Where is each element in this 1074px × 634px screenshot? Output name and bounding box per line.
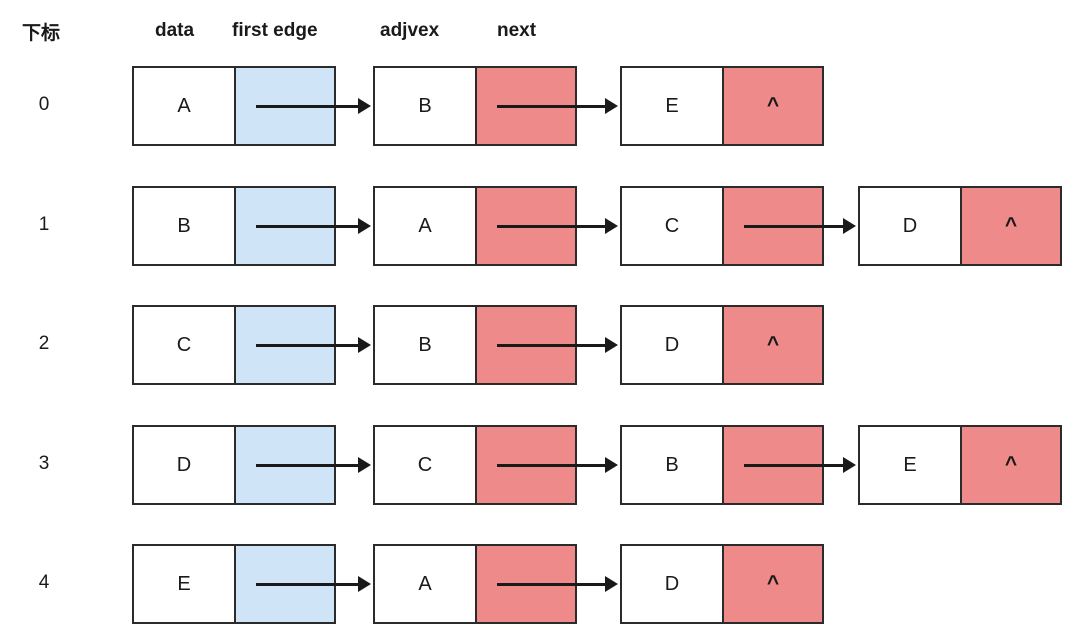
- head-data-cell-0: A: [134, 68, 234, 144]
- head-node-4: E: [132, 544, 336, 624]
- column-header-4: next: [497, 20, 537, 41]
- column-header-3: adjvex: [380, 20, 440, 41]
- edge-node-2-1: D^: [620, 305, 824, 385]
- next-label-3-2: ^: [1004, 453, 1018, 476]
- adjvex-label-0-1: E: [665, 94, 679, 117]
- adjvex-cell-1-1: C: [622, 188, 722, 264]
- next-cell-4-1: ^: [721, 546, 822, 622]
- adjvex-cell-3-1: B: [622, 427, 722, 503]
- edge-node-0-1: E^: [620, 66, 824, 146]
- pointer-arrow-1-1: [497, 225, 607, 228]
- pointer-arrowhead-3-1: [605, 457, 618, 473]
- head-node-2: C: [132, 305, 336, 385]
- head-data-cell-4: E: [134, 546, 234, 622]
- adjvex-cell-2-1: D: [622, 307, 722, 383]
- head-data-label-2: C: [176, 333, 192, 356]
- adjvex-label-2-0: B: [418, 333, 432, 356]
- adjvex-cell-2-0: B: [375, 307, 475, 383]
- pointer-arrowhead-2-0: [358, 337, 371, 353]
- head-data-cell-1: B: [134, 188, 234, 264]
- next-label-1-2: ^: [1004, 214, 1018, 237]
- head-data-cell-2: C: [134, 307, 234, 383]
- pointer-arrowhead-3-2: [843, 457, 856, 473]
- pointer-arrowhead-1-0: [358, 218, 371, 234]
- adjvex-label-2-1: D: [664, 333, 680, 356]
- adjvex-label-4-1: D: [664, 572, 680, 595]
- pointer-arrow-1-2: [744, 225, 845, 228]
- head-data-label-1: B: [177, 214, 191, 237]
- next-cell-1-2: ^: [959, 188, 1060, 264]
- row-index-0: 0: [38, 94, 50, 115]
- row-index-3: 3: [38, 453, 50, 474]
- adjvex-label-1-2: D: [902, 214, 918, 237]
- edge-node-2-0: B: [373, 305, 577, 385]
- pointer-arrow-0-1: [497, 105, 607, 108]
- head-data-label-3: D: [176, 453, 192, 476]
- adjvex-label-1-0: A: [418, 214, 432, 237]
- adjvex-cell-1-0: A: [375, 188, 475, 264]
- edge-node-3-2: E^: [858, 425, 1062, 505]
- pointer-arrowhead-0-1: [605, 98, 618, 114]
- pointer-arrow-4-0: [256, 583, 360, 586]
- head-data-cell-3: D: [134, 427, 234, 503]
- pointer-arrow-2-0: [256, 344, 360, 347]
- row-index-1: 1: [38, 214, 50, 235]
- next-cell-0-1: ^: [721, 68, 822, 144]
- pointer-arrow-2-1: [497, 344, 607, 347]
- next-label-2-1: ^: [766, 333, 780, 356]
- row-index-4: 4: [38, 572, 50, 593]
- adjvex-cell-1-2: D: [860, 188, 960, 264]
- adjvex-label-3-2: E: [903, 453, 917, 476]
- next-label-4-1: ^: [766, 572, 780, 595]
- row-index-2: 2: [38, 333, 50, 354]
- adjvex-label-3-1: B: [665, 453, 679, 476]
- edge-node-0-0: B: [373, 66, 577, 146]
- head-data-label-4: E: [177, 572, 191, 595]
- adjvex-cell-3-0: C: [375, 427, 475, 503]
- pointer-arrow-1-0: [256, 225, 360, 228]
- adjvex-cell-4-0: A: [375, 546, 475, 622]
- adjvex-label-3-0: C: [417, 453, 433, 476]
- edge-node-3-1: B: [620, 425, 824, 505]
- adjvex-cell-3-2: E: [860, 427, 960, 503]
- pointer-arrowhead-1-1: [605, 218, 618, 234]
- head-data-label-0: A: [177, 94, 191, 117]
- adjvex-label-4-0: A: [418, 572, 432, 595]
- adjvex-cell-4-1: D: [622, 546, 722, 622]
- column-header-0: 下标: [22, 23, 61, 44]
- pointer-arrow-3-1: [497, 464, 607, 467]
- column-header-1: data: [155, 20, 195, 41]
- pointer-arrowhead-1-2: [843, 218, 856, 234]
- pointer-arrow-0-0: [256, 105, 360, 108]
- edge-node-1-2: D^: [858, 186, 1062, 266]
- pointer-arrowhead-0-0: [358, 98, 371, 114]
- pointer-arrow-4-1: [497, 583, 607, 586]
- adjvex-cell-0-0: B: [375, 68, 475, 144]
- pointer-arrowhead-2-1: [605, 337, 618, 353]
- next-label-0-1: ^: [766, 94, 780, 117]
- pointer-arrowhead-4-1: [605, 576, 618, 592]
- adjvex-cell-0-1: E: [622, 68, 722, 144]
- pointer-arrowhead-3-0: [358, 457, 371, 473]
- pointer-arrowhead-4-0: [358, 576, 371, 592]
- edge-node-4-1: D^: [620, 544, 824, 624]
- adjvex-label-1-1: C: [664, 214, 680, 237]
- column-header-2: first edge: [232, 20, 318, 41]
- adjvex-label-0-0: B: [418, 94, 432, 117]
- next-cell-3-2: ^: [959, 427, 1060, 503]
- pointer-arrow-3-0: [256, 464, 360, 467]
- next-cell-2-1: ^: [721, 307, 822, 383]
- pointer-arrow-3-2: [744, 464, 845, 467]
